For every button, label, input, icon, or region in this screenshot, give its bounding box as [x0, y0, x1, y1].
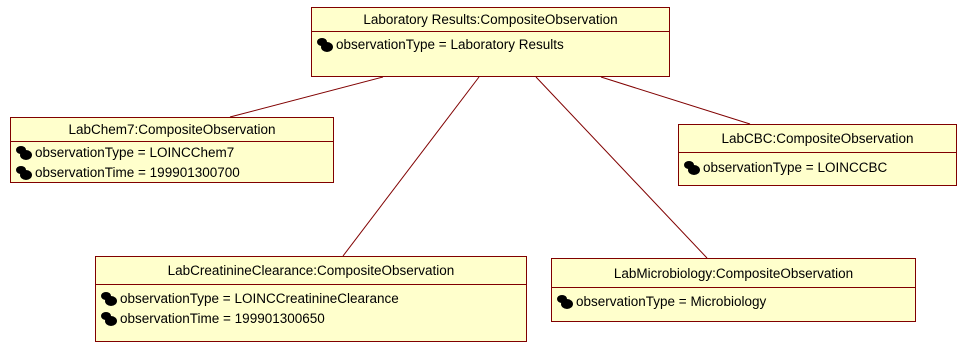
attribute-row: observationType = LOINCChem7 [15, 143, 329, 163]
attribute-row: observationTime = 199901300700 [15, 163, 329, 183]
attribute-text: observationType = Microbiology [576, 294, 767, 309]
object-laboratory-results[interactable]: Laboratory Results:CompositeObservation … [311, 7, 670, 77]
connector-root-cbc [600, 76, 751, 125]
object-lab-cbc[interactable]: LabCBC:CompositeObservation observationT… [678, 124, 957, 186]
attribute-text: observationTime = 199901300650 [120, 311, 325, 326]
attribute-row: observationType = Laboratory Results [316, 35, 665, 55]
attribute-icon [101, 312, 117, 326]
attribute-icon [317, 38, 333, 52]
attribute-text: observationType = Laboratory Results [336, 37, 564, 52]
attribute-list: observationType = Microbiology [552, 288, 915, 315]
attribute-list: observationType = Laboratory Results [312, 32, 669, 58]
object-lab-microbiology[interactable]: LabMicrobiology:CompositeObservation obs… [551, 258, 916, 322]
connector-root-microbiology [535, 76, 708, 259]
attribute-icon [16, 146, 32, 160]
object-title: LabCreatinineClearance:CompositeObservat… [96, 257, 526, 285]
attribute-row: observationType = LOINCCreatinineClearan… [100, 289, 522, 309]
connector-root-chem7 [229, 76, 384, 118]
attribute-text: observationType = LOINCChem7 [35, 145, 235, 160]
object-title: LabCBC:CompositeObservation [679, 125, 956, 153]
attribute-text: observationType = LOINCCreatinineClearan… [120, 291, 399, 306]
object-lab-creatinine-clearance[interactable]: LabCreatinineClearance:CompositeObservat… [95, 256, 527, 342]
attribute-text: observationTime = 199901300700 [35, 165, 240, 180]
attribute-icon [16, 166, 32, 180]
object-title: LabMicrobiology:CompositeObservation [552, 259, 915, 288]
attribute-row: observationType = LOINCCBC [683, 158, 952, 178]
object-title: Laboratory Results:CompositeObservation [312, 8, 669, 32]
attribute-list: observationType = LOINCChem7 observation… [11, 142, 333, 186]
attribute-icon [684, 161, 700, 175]
attribute-text: observationType = LOINCCBC [703, 160, 888, 175]
attribute-list: observationType = LOINCCreatinineClearan… [96, 285, 526, 332]
attribute-icon [557, 295, 573, 309]
attribute-row: observationTime = 199901300650 [100, 309, 522, 329]
object-title: LabChem7:CompositeObservation [11, 118, 333, 142]
object-lab-chem7[interactable]: LabChem7:CompositeObservation observatio… [10, 117, 334, 183]
attribute-icon [101, 292, 117, 306]
connector-root-creatinine [342, 76, 480, 257]
attribute-list: observationType = LOINCCBC [679, 153, 956, 181]
attribute-row: observationType = Microbiology [556, 292, 911, 312]
